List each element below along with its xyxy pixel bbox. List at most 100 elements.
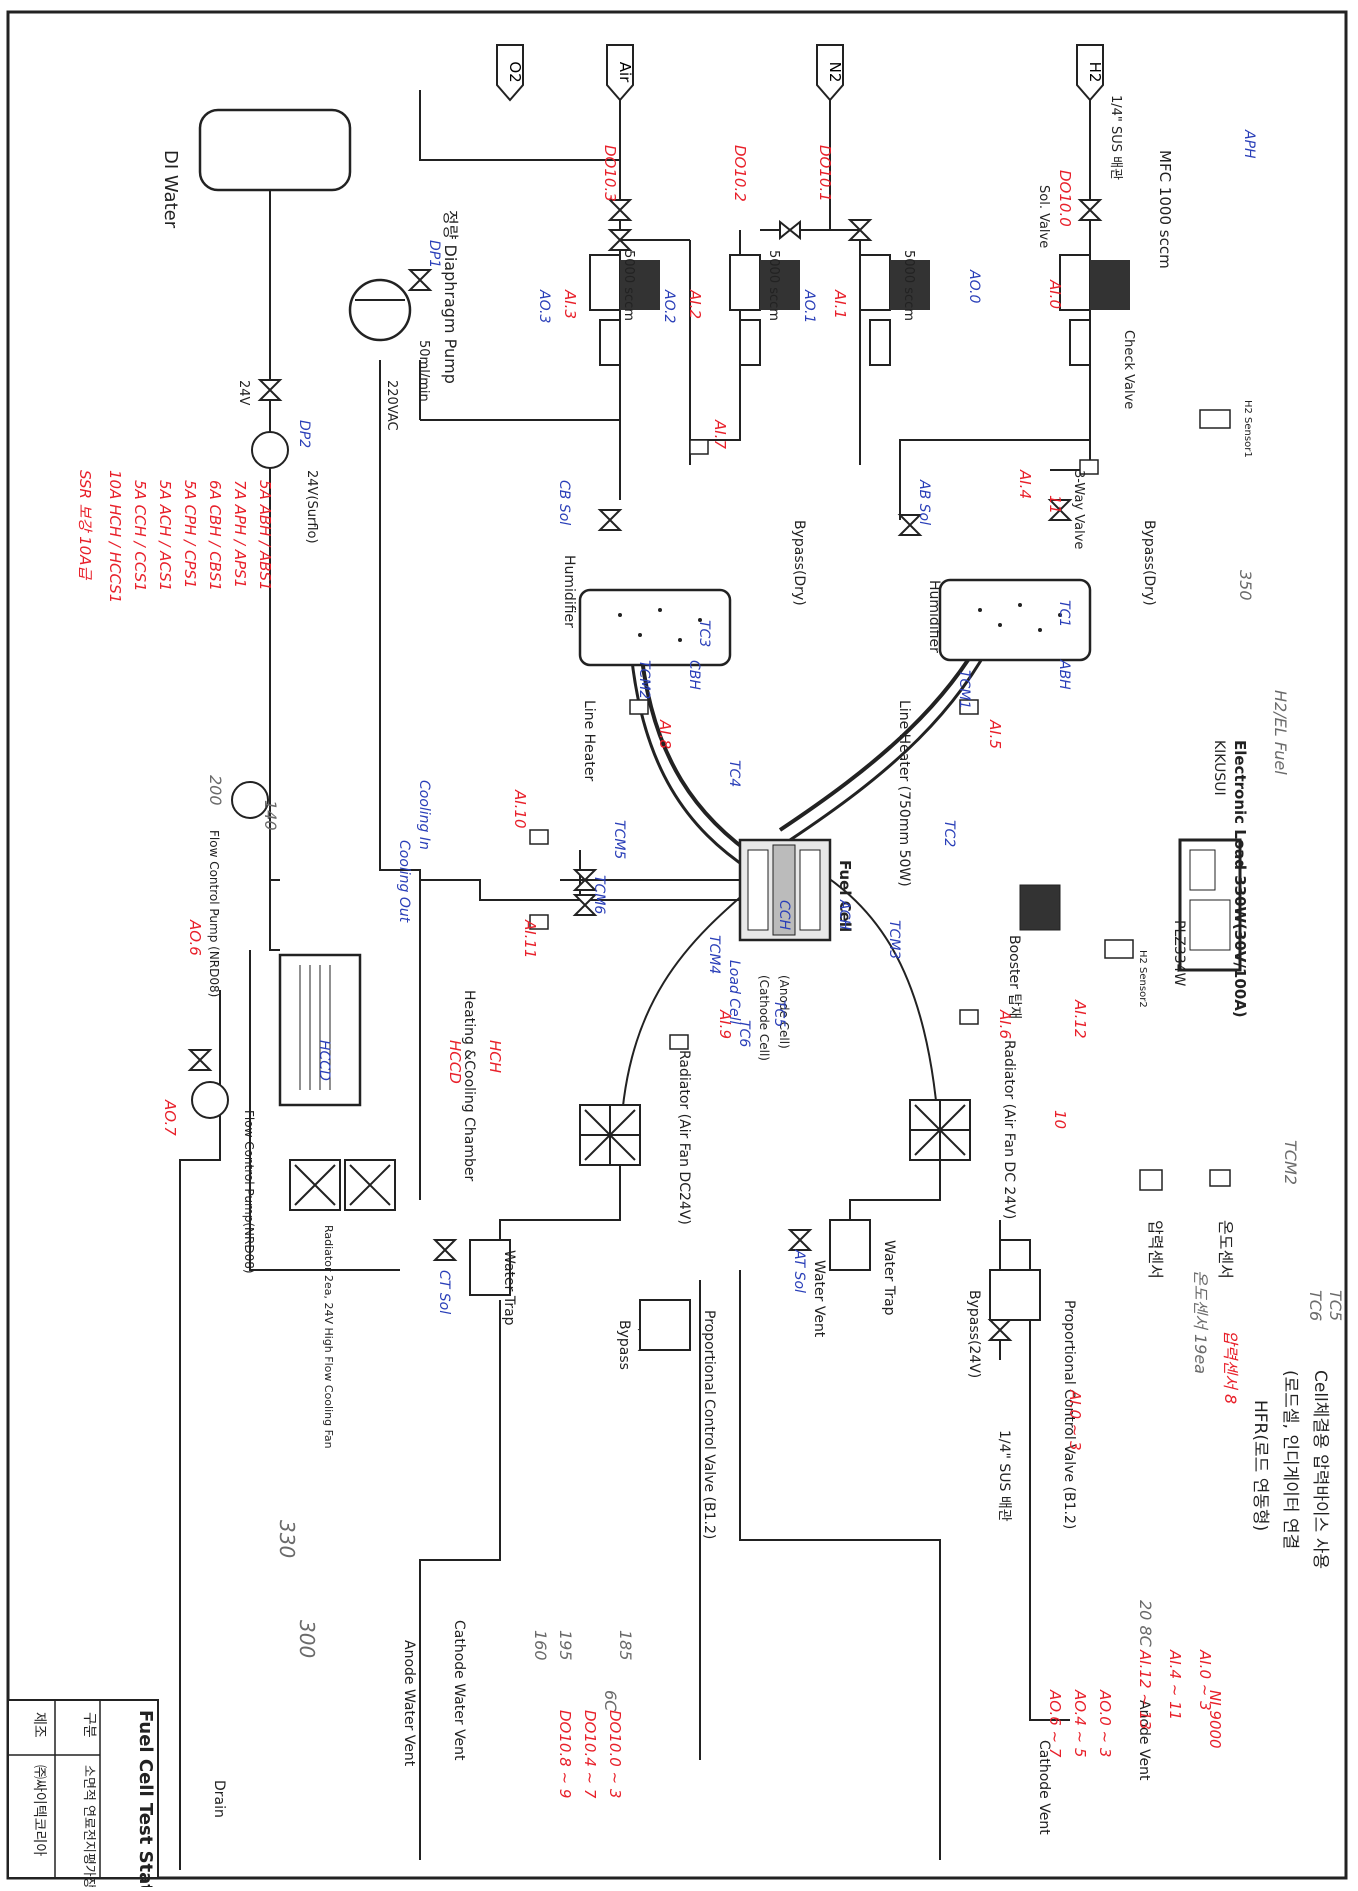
dp-1: DP1 [426, 240, 442, 268]
check-valve-label: Check Valve [1121, 330, 1136, 409]
row2-key: 제조 [31, 1712, 47, 1738]
cbh: CBH [686, 660, 702, 690]
cathode-valve[interactable] [597, 509, 623, 531]
aph-blue: APH [1241, 129, 1257, 159]
load-cell: Load Cell [726, 960, 742, 1025]
abh-abs: 5A ABH / ABS1 [256, 480, 274, 591]
coolant-valve[interactable] [187, 1049, 213, 1071]
booster [1019, 884, 1061, 931]
note-line1: Cell체결용 압력바이스 사용 [1310, 1370, 1330, 1569]
diaphragm-pump-label: 정량 Diaphragm Pump [441, 210, 460, 384]
count-300: 300 [295, 1620, 319, 1658]
note-line3: HFR(로드 연동형) [1250, 1400, 1270, 1531]
list-ai-12: AI.12 ~ 13 [1136, 1649, 1154, 1730]
anode-vent-label: Anode Vent [1136, 1700, 1152, 1781]
tcm-5: TCM5 [611, 820, 627, 859]
h2-sensor2-label: H2 Sensor2 [1137, 950, 1148, 1008]
electronic-load[interactable] [1178, 838, 1242, 972]
ai-o2: AI.3 [561, 289, 579, 319]
cathode-water-valve[interactable] [432, 1239, 458, 1261]
tc-5: TC5 [771, 1000, 787, 1027]
h2-inlet: H2 [1076, 44, 1104, 102]
h2-label: H2 [1086, 62, 1104, 83]
title-block [7, 1699, 159, 1879]
air-inlet: Air [606, 44, 634, 102]
fuel-cell [738, 838, 832, 942]
legend-temp-symbol [1209, 1169, 1231, 1187]
ai-8: AI.8 [656, 719, 674, 749]
count-330: 330 [275, 1520, 299, 1558]
tc-2: TC2 [941, 820, 957, 847]
ach: ACH [836, 899, 852, 930]
pressure-sensor [529, 914, 549, 930]
pressure-sensor [959, 699, 979, 715]
fc-valve-2[interactable] [572, 894, 598, 916]
title-block-text: Fuel Cell Test Station 구분 소면적 연료전지평가장비 제… [31, 1710, 156, 1891]
tcm-2-gray: TCM2 [1281, 1140, 1300, 1185]
ai-10: AI.10 [511, 789, 529, 829]
ai-7: AI.7 [711, 419, 729, 449]
mfc-5000-c: 5000 sccm [621, 250, 636, 321]
ao-h2: AO.0 [966, 269, 982, 303]
water-trap-anode [829, 1219, 871, 1271]
printed-labels: MFC 1000 sccm 1/4" SUS 배관 Sol. Valve 500… [160, 95, 1330, 1835]
anode-humid-valve[interactable] [897, 514, 923, 536]
fc-valve-1[interactable] [572, 869, 598, 891]
note-6c: 6C [601, 1690, 620, 1712]
ssr-note: SSR 보강 10A급 [76, 470, 94, 580]
water-trap-bottom-label: Water Trap [501, 1250, 517, 1326]
abh: ABH [1056, 659, 1072, 690]
air-sol-valve-2[interactable] [607, 229, 633, 251]
gray-annotations: H2/EL Fuel TCM2 온도센서 19ea TC6 TC5 330 30… [206, 570, 1345, 1712]
prop-valve-anode[interactable] [989, 1269, 1041, 1321]
three-way-valve-label: 3-Way Valve [1071, 470, 1086, 549]
fuel-cell-label: Fuel Cell [836, 860, 854, 932]
v24-surflo-label: 24V(Surflo) [304, 470, 319, 544]
three-way-valve[interactable] [1047, 499, 1073, 521]
n2-valve-2[interactable] [779, 219, 801, 241]
air-label: Air [616, 62, 634, 83]
prop-valve-cathode[interactable] [639, 1299, 691, 1351]
tcm-2: TCM2 [636, 660, 652, 699]
flow-pump-1-label: Flow Control Pump (NRD08) [207, 830, 221, 997]
air-sol-valve[interactable] [607, 199, 633, 221]
water-trap-top-label: Water Trap [881, 1240, 897, 1316]
drain-label: Drain [211, 1780, 227, 1818]
ao-o2: AO.3 [536, 289, 552, 323]
water-valve-2[interactable] [257, 379, 283, 401]
tcm-1: TCM1 [956, 670, 972, 709]
kikusui-label: KIKUSUI [1211, 740, 1227, 796]
ai-9: AI.9 [716, 1009, 734, 1039]
di-water-valve[interactable] [407, 269, 433, 291]
list-do-8: DO10.8 ~ 9 [556, 1710, 574, 1798]
prop-valve-top-label: Proportional Control Valve (B1.2) [1061, 1300, 1077, 1529]
pressure-sensor [669, 1034, 689, 1050]
radiator-fans [289, 1099, 971, 1211]
ct-sol: CT Sol [436, 1270, 452, 1314]
dp-2: DP2 [296, 420, 312, 448]
tc-4: TC4 [726, 760, 742, 787]
ai-n2: AI.1 [831, 289, 849, 319]
n2-sol-valve[interactable] [847, 219, 873, 241]
legend-temp: 온도센서 [1216, 1220, 1235, 1279]
anode-cell-label: (Anode Cell) [777, 975, 791, 1049]
flow-pump-2-label: Flow Control Pump(NRD08) [242, 1110, 256, 1274]
mfc-h2 [1059, 254, 1130, 366]
ai-6: AI.6 [996, 1009, 1014, 1039]
list-ao-6: AO.6 ~ 7 [1046, 1689, 1064, 1758]
ai-air: AI.2 [686, 289, 704, 319]
bypass-24v-label: Bypass(24V) [966, 1290, 982, 1378]
ach-acs: 5A ACH / ACS1 [156, 480, 174, 591]
cathode-water-vent-label: Cathode Water Vent [451, 1620, 467, 1761]
do-h2: DO10.0 [1056, 170, 1074, 227]
radiator-2ea-label: Radiator 2ea, 24V High Flow Cooling Fan [322, 1225, 335, 1449]
h2-sol-valve[interactable] [1077, 199, 1103, 221]
do-n2: DO10.1 [816, 145, 834, 202]
electronic-load-label: Electronic Load 330W(30V/100A) [1231, 740, 1249, 1018]
sus-pipe-top: 1/4" SUS 배관 [1108, 95, 1123, 180]
mfc-5000-a: 5000 sccm [901, 250, 916, 321]
water-vent-valve[interactable] [787, 1229, 813, 1251]
sol-valve-label: Sol. Valve [1036, 185, 1051, 248]
humidifier-anode [938, 578, 1092, 662]
